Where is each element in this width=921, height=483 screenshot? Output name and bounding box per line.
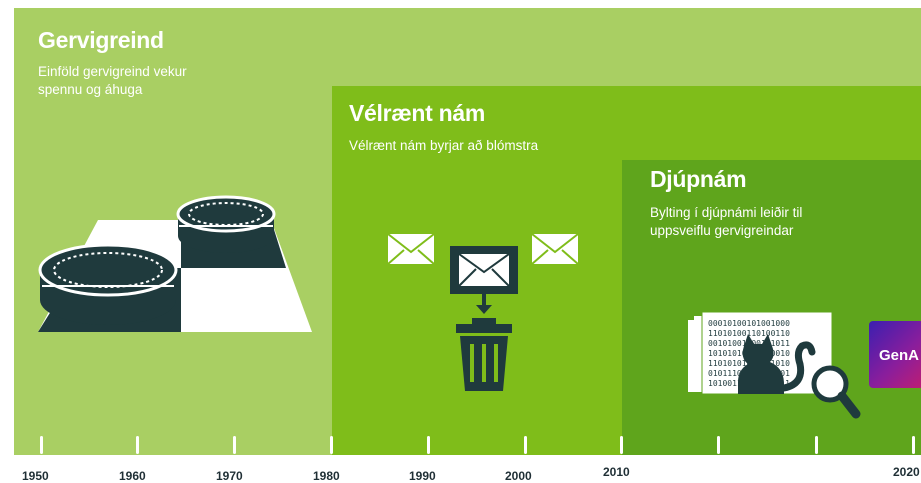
timeline-year: 2020 bbox=[893, 465, 920, 479]
timeline-tick bbox=[40, 436, 43, 454]
timeline-tick bbox=[524, 436, 527, 454]
timeline-year: 2010 bbox=[603, 465, 630, 479]
era-description-ml: Vélrænt nám byrjar að blómstra bbox=[349, 138, 539, 153]
timeline-tick bbox=[620, 436, 623, 454]
envelope-icon bbox=[387, 233, 435, 265]
era-panel-dl bbox=[622, 160, 921, 455]
envelope-icon bbox=[450, 246, 518, 294]
down-arrow-icon bbox=[476, 294, 492, 314]
timeline-year: 1990 bbox=[409, 469, 436, 483]
trash-can-icon bbox=[456, 318, 512, 391]
timeline-tick bbox=[912, 436, 915, 454]
timeline-tick bbox=[330, 436, 333, 454]
timeline-year: 2000 bbox=[505, 469, 532, 483]
timeline-year: 1960 bbox=[119, 469, 146, 483]
timeline-tick bbox=[815, 436, 818, 454]
era-description-dl: Bylting í djúpnámi leiðir til uppsveiflu… bbox=[650, 204, 802, 240]
spam-filter-illustration bbox=[387, 233, 579, 391]
timeline-tick bbox=[717, 436, 720, 454]
timeline-tick bbox=[233, 436, 236, 454]
svg-text:11010100110100110: 11010100110100110 bbox=[708, 329, 790, 338]
timeline-tick bbox=[427, 436, 430, 454]
era-description-dl-line2: uppsveiflu gervigreindar bbox=[650, 223, 794, 238]
timeline-year: 1970 bbox=[216, 469, 243, 483]
era-description-ai-line2: spennu og áhuga bbox=[38, 82, 143, 97]
era-title-ai: Gervigreind bbox=[38, 27, 164, 53]
envelope-icon bbox=[531, 233, 579, 265]
genai-tile: GenA bbox=[869, 321, 921, 388]
timeline-tick bbox=[136, 436, 139, 454]
era-description-dl-line1: Bylting í djúpnámi leiðir til bbox=[650, 205, 803, 220]
svg-text:00010100101001000: 00010100101001000 bbox=[708, 319, 790, 328]
checkers-board-icon bbox=[38, 195, 312, 332]
era-description-ai-line1: Einföld gervigreind vekur bbox=[38, 64, 187, 79]
timeline-year: 1980 bbox=[313, 469, 340, 483]
era-title-dl: Djúpnám bbox=[650, 166, 747, 192]
era-title-ml: Vélrænt nám bbox=[349, 100, 486, 126]
magnifier-icon bbox=[811, 365, 861, 419]
cat-image-data-icon: 00010100101001000 11010100110100110 0010… bbox=[688, 312, 861, 419]
timeline-year: 1950 bbox=[22, 469, 49, 483]
era-description-ai: Einföld gervigreind vekur spennu og áhug… bbox=[38, 63, 187, 99]
genai-label: GenA bbox=[879, 347, 920, 364]
